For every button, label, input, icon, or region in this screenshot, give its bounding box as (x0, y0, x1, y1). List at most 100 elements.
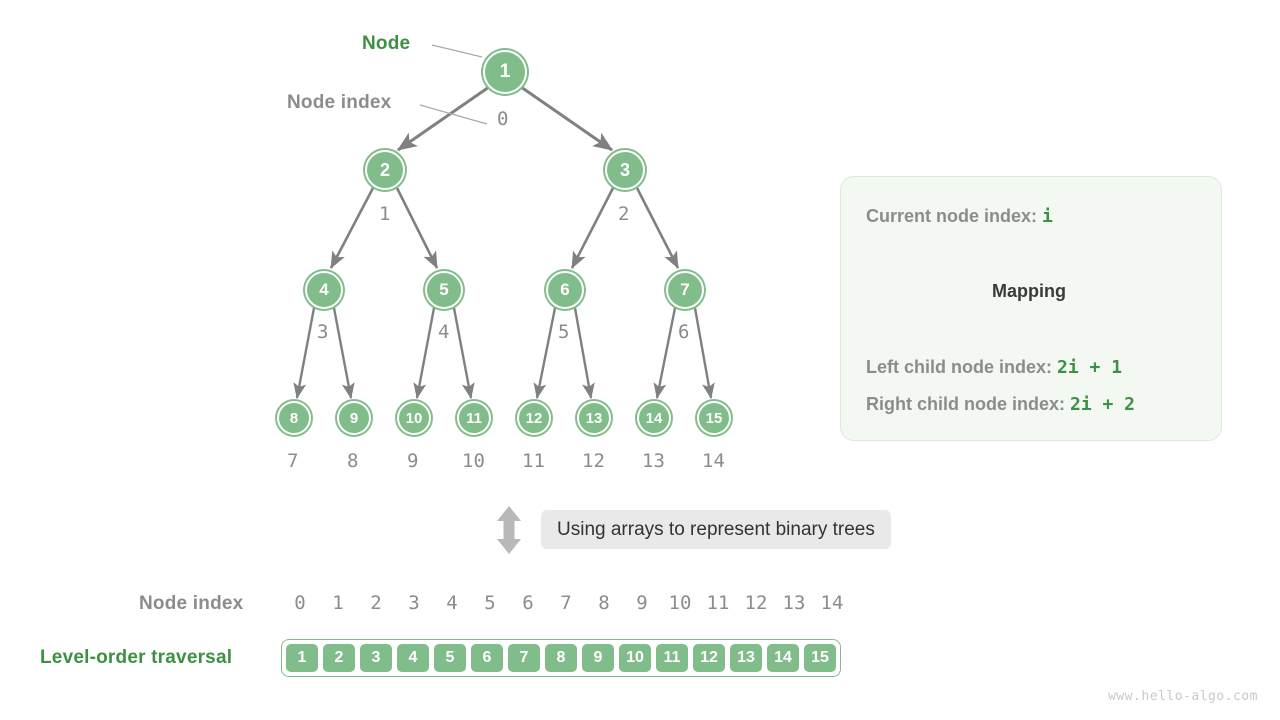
array-cell[interactable]: 3 (358, 642, 394, 674)
separator: : (1059, 394, 1070, 414)
tree-node-index: 0 (497, 108, 509, 130)
array-cell[interactable]: 15 (802, 642, 838, 674)
tree-node-index: 12 (582, 450, 605, 472)
edge-6-13 (653, 307, 677, 399)
array-cell[interactable]: 13 (728, 642, 764, 674)
array-cell[interactable]: 7 (506, 642, 542, 674)
edge-6-14 (693, 307, 715, 399)
tree-node[interactable]: 9 (337, 401, 371, 435)
array-index-cell: 13 (782, 592, 806, 614)
edge-4-9 (413, 307, 436, 399)
array-cell[interactable]: 12 (691, 642, 727, 674)
watermark: www.hello-algo.com (1108, 689, 1258, 704)
array-index-cell: 8 (598, 592, 610, 614)
caption-box: Using arrays to represent binary trees (541, 510, 891, 549)
tree-node-index: 13 (642, 450, 665, 472)
array-index-cell: 11 (706, 592, 730, 614)
tree-node-index: 1 (379, 203, 391, 225)
array-index-row-label: Node index (139, 593, 244, 614)
array-index-cell: 14 (820, 592, 844, 614)
edge-5-11 (533, 307, 557, 399)
edge-3-7 (293, 307, 316, 399)
mapping-info-panel (840, 176, 1222, 441)
array-index-cell: 3 (408, 592, 420, 614)
array-index-cell: 2 (370, 592, 382, 614)
array-cell[interactable]: 6 (469, 642, 505, 674)
tree-node[interactable]: 11 (457, 401, 491, 435)
right-child-index-value: 2i + 2 (1070, 394, 1136, 415)
tree-node[interactable]: 4 (305, 271, 343, 309)
mapping-label: Mapping (992, 281, 1066, 301)
array-index-cell: 0 (294, 592, 306, 614)
edge-3-8 (332, 307, 355, 399)
array-cell[interactable]: 14 (765, 642, 801, 674)
right-child-index-label: Right child node index (866, 394, 1059, 414)
tree-node[interactable]: 12 (517, 401, 551, 435)
edge-1-3 (329, 187, 375, 269)
array-cell[interactable]: 9 (580, 642, 616, 674)
tree-node-index: 8 (347, 450, 359, 472)
current-node-index-label: Current node index (866, 206, 1032, 226)
array-index-cell: 9 (636, 592, 648, 614)
array-index-cell: 1 (332, 592, 344, 614)
leader-line-node (431, 44, 483, 58)
tree-node-index: 7 (287, 450, 299, 472)
right-child-index-line: Right child node index: 2i + 2 (866, 394, 1135, 415)
array-index-cell: 6 (522, 592, 534, 614)
tree-node-index: 11 (522, 450, 545, 472)
edge-4-10 (452, 307, 475, 399)
left-child-index-label: Left child node index (866, 357, 1047, 377)
tree-node[interactable]: 14 (637, 401, 671, 435)
tree-node-index: 2 (618, 203, 630, 225)
tree-node[interactable]: 3 (605, 150, 645, 190)
tree-node[interactable]: 13 (577, 401, 611, 435)
current-node-index-value: i (1042, 206, 1053, 227)
tree-node-index: 6 (678, 321, 690, 343)
separator: : (1031, 206, 1043, 226)
array-index-cell: 4 (446, 592, 458, 614)
array-cell[interactable]: 11 (654, 642, 690, 674)
tree-node-index: 9 (407, 450, 419, 472)
edge-1-4 (395, 187, 439, 269)
tree-node[interactable]: 1 (483, 50, 527, 94)
array-index-cell: 5 (484, 592, 496, 614)
leader-line-node-index (419, 104, 488, 125)
tree-node-index: 10 (462, 450, 485, 472)
array-index-cell: 10 (668, 592, 692, 614)
separator: : (1046, 357, 1058, 377)
array-cell[interactable]: 4 (395, 642, 431, 674)
left-child-index-value: 2i + 1 (1057, 357, 1123, 378)
caption-text: Using arrays to represent binary trees (557, 518, 875, 540)
tree-node[interactable]: 10 (397, 401, 431, 435)
array-index-cell: 7 (560, 592, 572, 614)
edge-0-2 (520, 85, 613, 152)
array-cell[interactable]: 5 (432, 642, 468, 674)
array-cell[interactable]: 2 (321, 642, 357, 674)
tree-node[interactable]: 6 (546, 271, 584, 309)
edge-0-1 (397, 85, 490, 152)
tree-node[interactable]: 15 (697, 401, 731, 435)
edge-2-5 (570, 187, 615, 269)
tree-node[interactable]: 8 (277, 401, 311, 435)
tree-node[interactable]: 2 (365, 150, 405, 190)
annotation-node-label: Node (362, 33, 411, 54)
edge-2-6 (635, 187, 680, 269)
tree-node[interactable]: 7 (666, 271, 704, 309)
array-cell[interactable]: 10 (617, 642, 653, 674)
tree-node-index: 14 (702, 450, 725, 472)
array-values-row-label: Level-order traversal (40, 647, 233, 668)
tree-node-index: 3 (317, 321, 329, 343)
tree-node-index: 4 (438, 321, 450, 343)
bidirectional-arrow-icon (497, 506, 521, 554)
left-child-index-line: Left child node index: 2i + 1 (866, 357, 1122, 378)
array-cell[interactable]: 8 (543, 642, 579, 674)
array-index-cell: 12 (744, 592, 768, 614)
tree-node-index: 5 (558, 321, 570, 343)
array-cell[interactable]: 1 (284, 642, 320, 674)
edge-5-12 (573, 307, 595, 399)
current-node-index-line: Current node index: i (866, 206, 1053, 227)
tree-node[interactable]: 5 (425, 271, 463, 309)
